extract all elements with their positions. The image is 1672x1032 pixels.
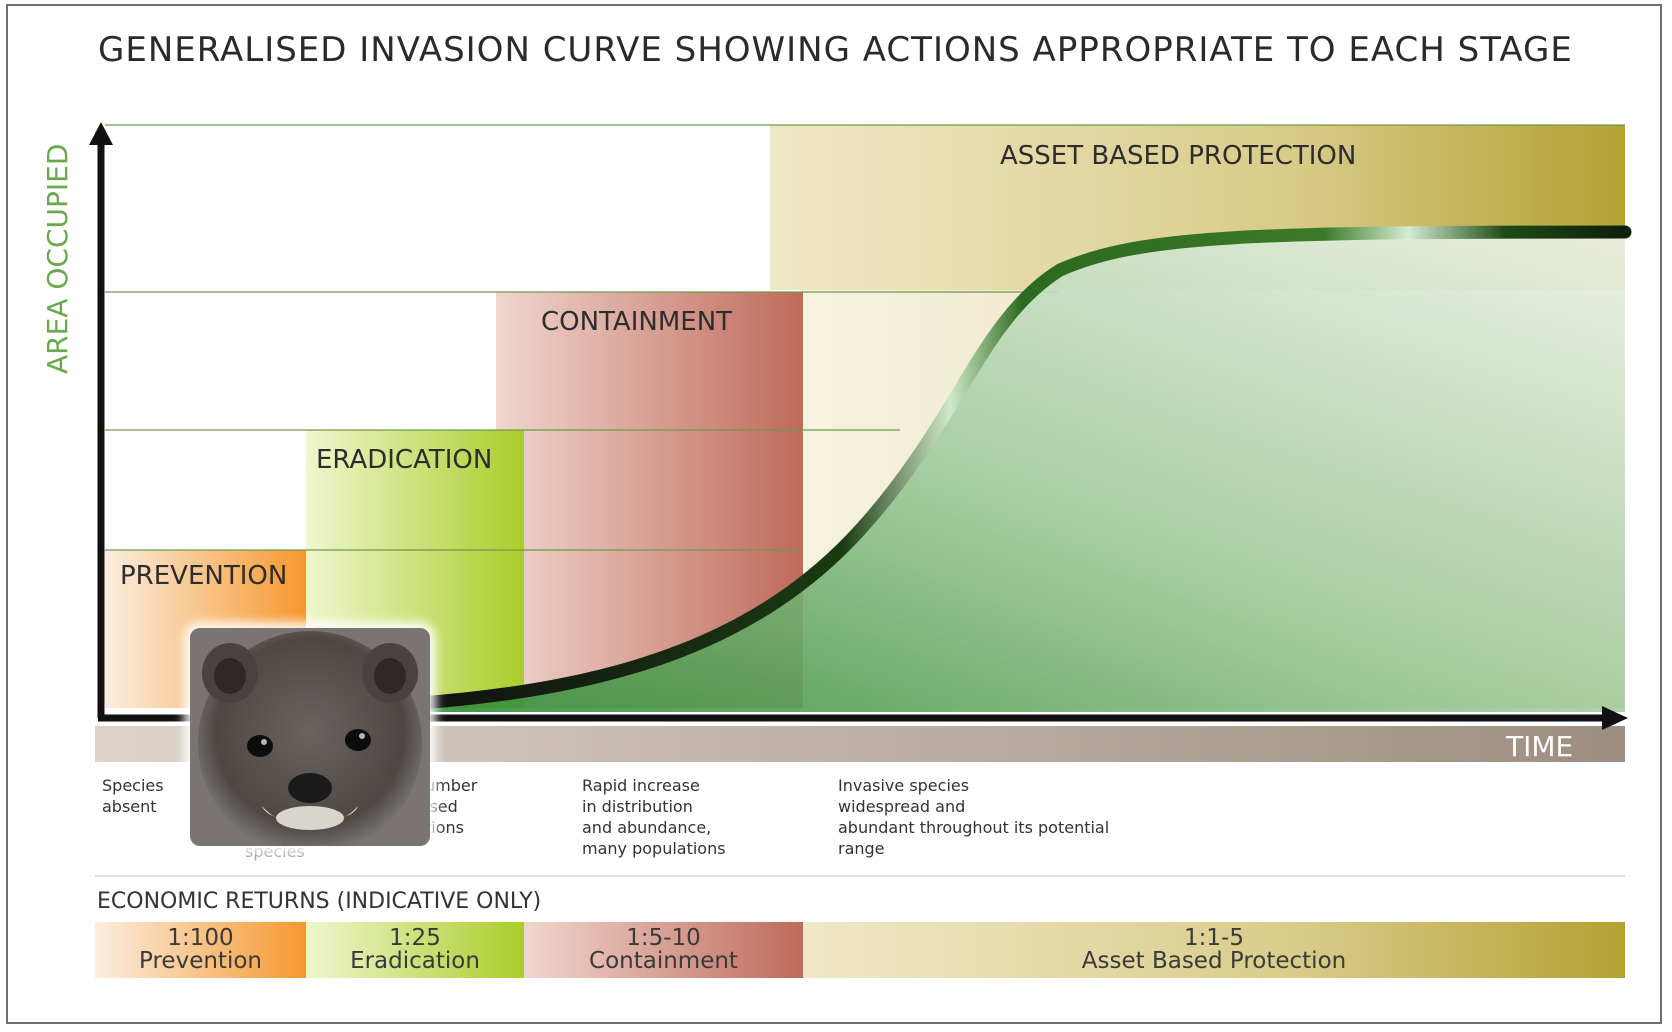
stage-label-containment: CONTAINMENT — [541, 307, 732, 337]
y-axis-label: AREA OCCUPIED — [41, 144, 74, 374]
econ-name: Asset Based Protection — [1081, 948, 1347, 974]
stage-guide-lines — [105, 124, 1625, 551]
econ-eradication-bar — [306, 922, 524, 978]
description-containment: Rapid increase in distribution and abund… — [582, 776, 726, 858]
econ-ratio: 1:5-10 — [626, 925, 701, 951]
econ-prevention-bar — [95, 922, 306, 978]
stage-label-asset-protection: ASSET BASED PROTECTION — [1000, 141, 1356, 171]
x-axis-label: TIME — [1505, 730, 1573, 763]
x-axis-arrow-icon — [1602, 706, 1628, 730]
stage-label-eradication: ERADICATION — [316, 445, 492, 475]
diagram-title: GENERALISED INVASION CURVE SHOWING ACTIO… — [98, 30, 1573, 70]
description-eradication-species: species — [245, 842, 305, 861]
ferret-photo — [190, 628, 430, 846]
econ-cell-prevention: 1:100 Prevention — [95, 922, 306, 978]
econ-ratio: 1:100 — [167, 925, 234, 951]
y-axis-arrow-icon — [89, 122, 113, 145]
econ-asset-bar — [803, 922, 1625, 978]
invasion-curve — [413, 225, 1632, 710]
econ-name: Containment — [589, 948, 738, 974]
occupied-area — [420, 232, 1625, 712]
econ-cell-containment: 1:5-10 Containment — [524, 922, 803, 978]
econ-name: Prevention — [139, 948, 262, 974]
stage-label-prevention: PREVENTION — [120, 561, 287, 591]
econ-containment-bar — [524, 922, 803, 978]
econ-cell-eradication: 1:25 Eradication — [306, 922, 524, 978]
ferret-face-icon — [190, 628, 430, 846]
econ-cell-asset-protection: 1:1-5 Asset Based Protection — [803, 922, 1625, 978]
economic-returns-title: ECONOMIC RETURNS (INDICATIVE ONLY) — [97, 889, 542, 914]
econ-ratio: 1:1-5 — [1184, 925, 1244, 951]
description-asset-protection: Invasive species widespread and abundant… — [838, 776, 1110, 858]
econ-name: Eradication — [350, 948, 480, 974]
econ-ratio: 1:25 — [389, 925, 441, 951]
description-eradication: umber ised tions — [425, 776, 478, 837]
description-prevention: Species absent — [102, 776, 164, 816]
